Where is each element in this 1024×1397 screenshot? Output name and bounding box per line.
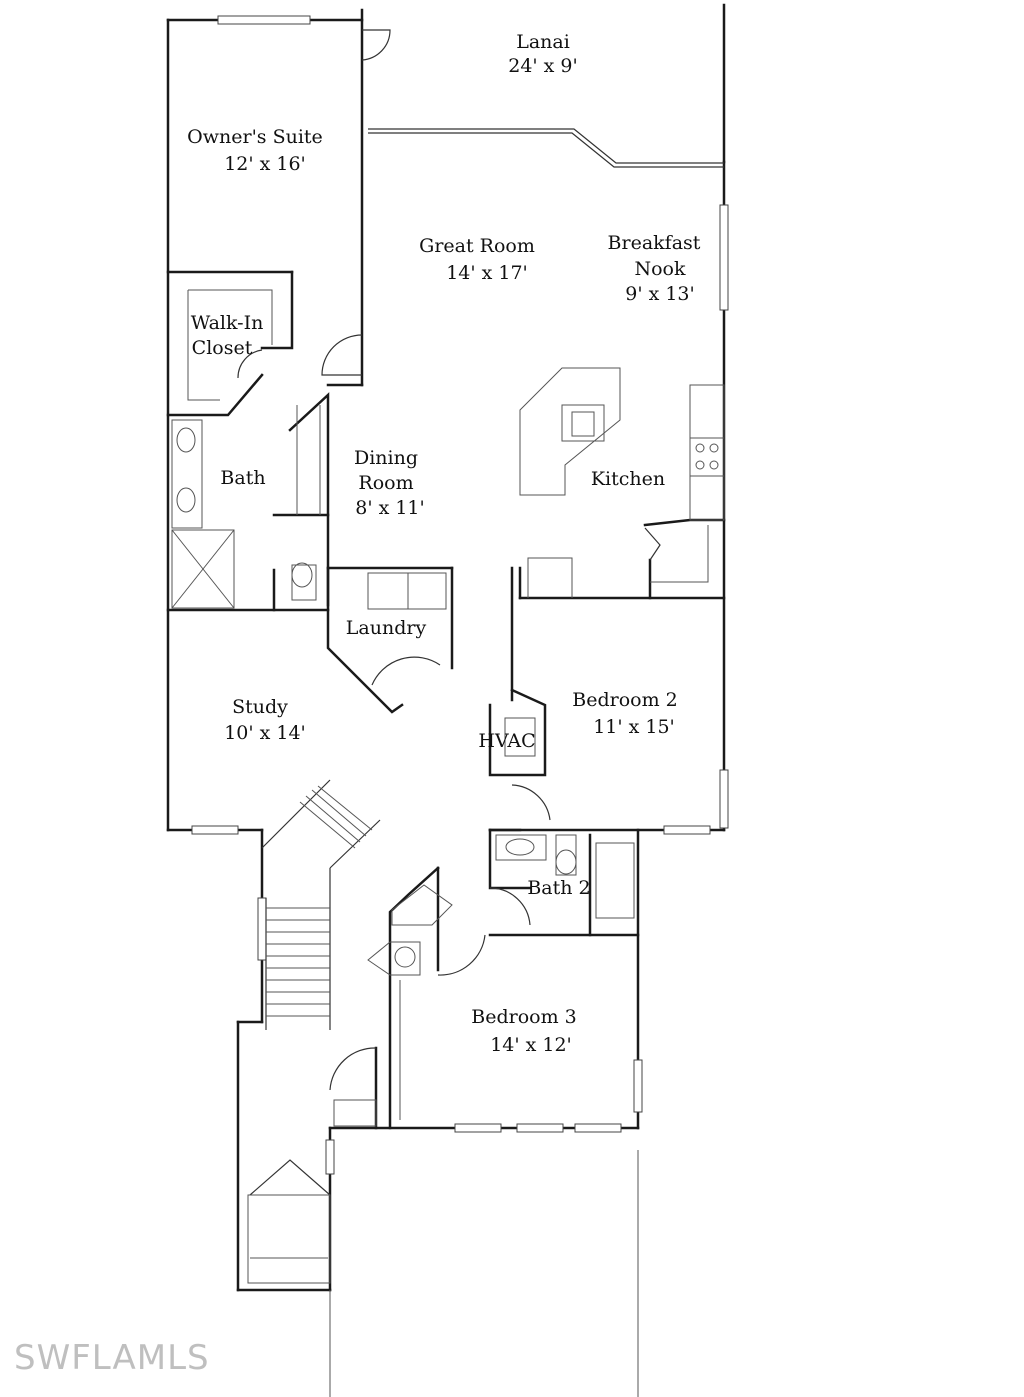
great-room-label: Great Room — [419, 235, 535, 257]
bedroom-3-size: 14' x 12' — [490, 1034, 572, 1056]
breakfast-nook-size: 9' x 13' — [625, 283, 695, 305]
great-room-size: 14' x 17' — [446, 262, 528, 284]
room-labels: Lanai 24' x 9' Owner's Suite 12' x 16' G… — [187, 31, 701, 1056]
garage-outline — [329, 1150, 639, 1397]
fixtures — [171, 289, 725, 1284]
bath-label: Bath — [220, 467, 265, 489]
great-room-rear-wall — [368, 128, 724, 168]
lanai-size: 24' x 9' — [508, 55, 578, 77]
lanai-label: Lanai — [516, 31, 570, 53]
breakfast-nook-label-2: Nook — [634, 258, 686, 280]
windows — [191, 15, 729, 1175]
breakfast-nook-label-1: Breakfast — [608, 232, 701, 254]
staircase — [261, 779, 381, 1030]
watermark-logo: SWFLAMLS — [14, 1338, 210, 1378]
laundry-label: Laundry — [346, 617, 427, 639]
dining-room-label-2: Room — [358, 472, 413, 494]
doors — [237, 29, 661, 1196]
hvac-label: HVAC — [478, 730, 535, 752]
dining-room-label-1: Dining — [354, 447, 418, 469]
bedroom-3-label: Bedroom 3 — [471, 1006, 576, 1028]
walk-in-closet-label-2: Closet — [192, 337, 253, 359]
study-size: 10' x 14' — [224, 722, 306, 744]
dining-room-size: 8' x 11' — [355, 497, 425, 519]
bedroom-2-size: 11' x 15' — [593, 716, 675, 738]
owners-suite-label: Owner's Suite — [187, 126, 323, 148]
kitchen-label: Kitchen — [591, 468, 665, 490]
bath-2-label: Bath 2 — [527, 877, 590, 899]
bedroom-2-label: Bedroom 2 — [572, 689, 677, 711]
study-label: Study — [232, 696, 288, 718]
owners-suite-size: 12' x 16' — [224, 153, 306, 175]
walk-in-closet-label-1: Walk-In — [191, 312, 264, 334]
